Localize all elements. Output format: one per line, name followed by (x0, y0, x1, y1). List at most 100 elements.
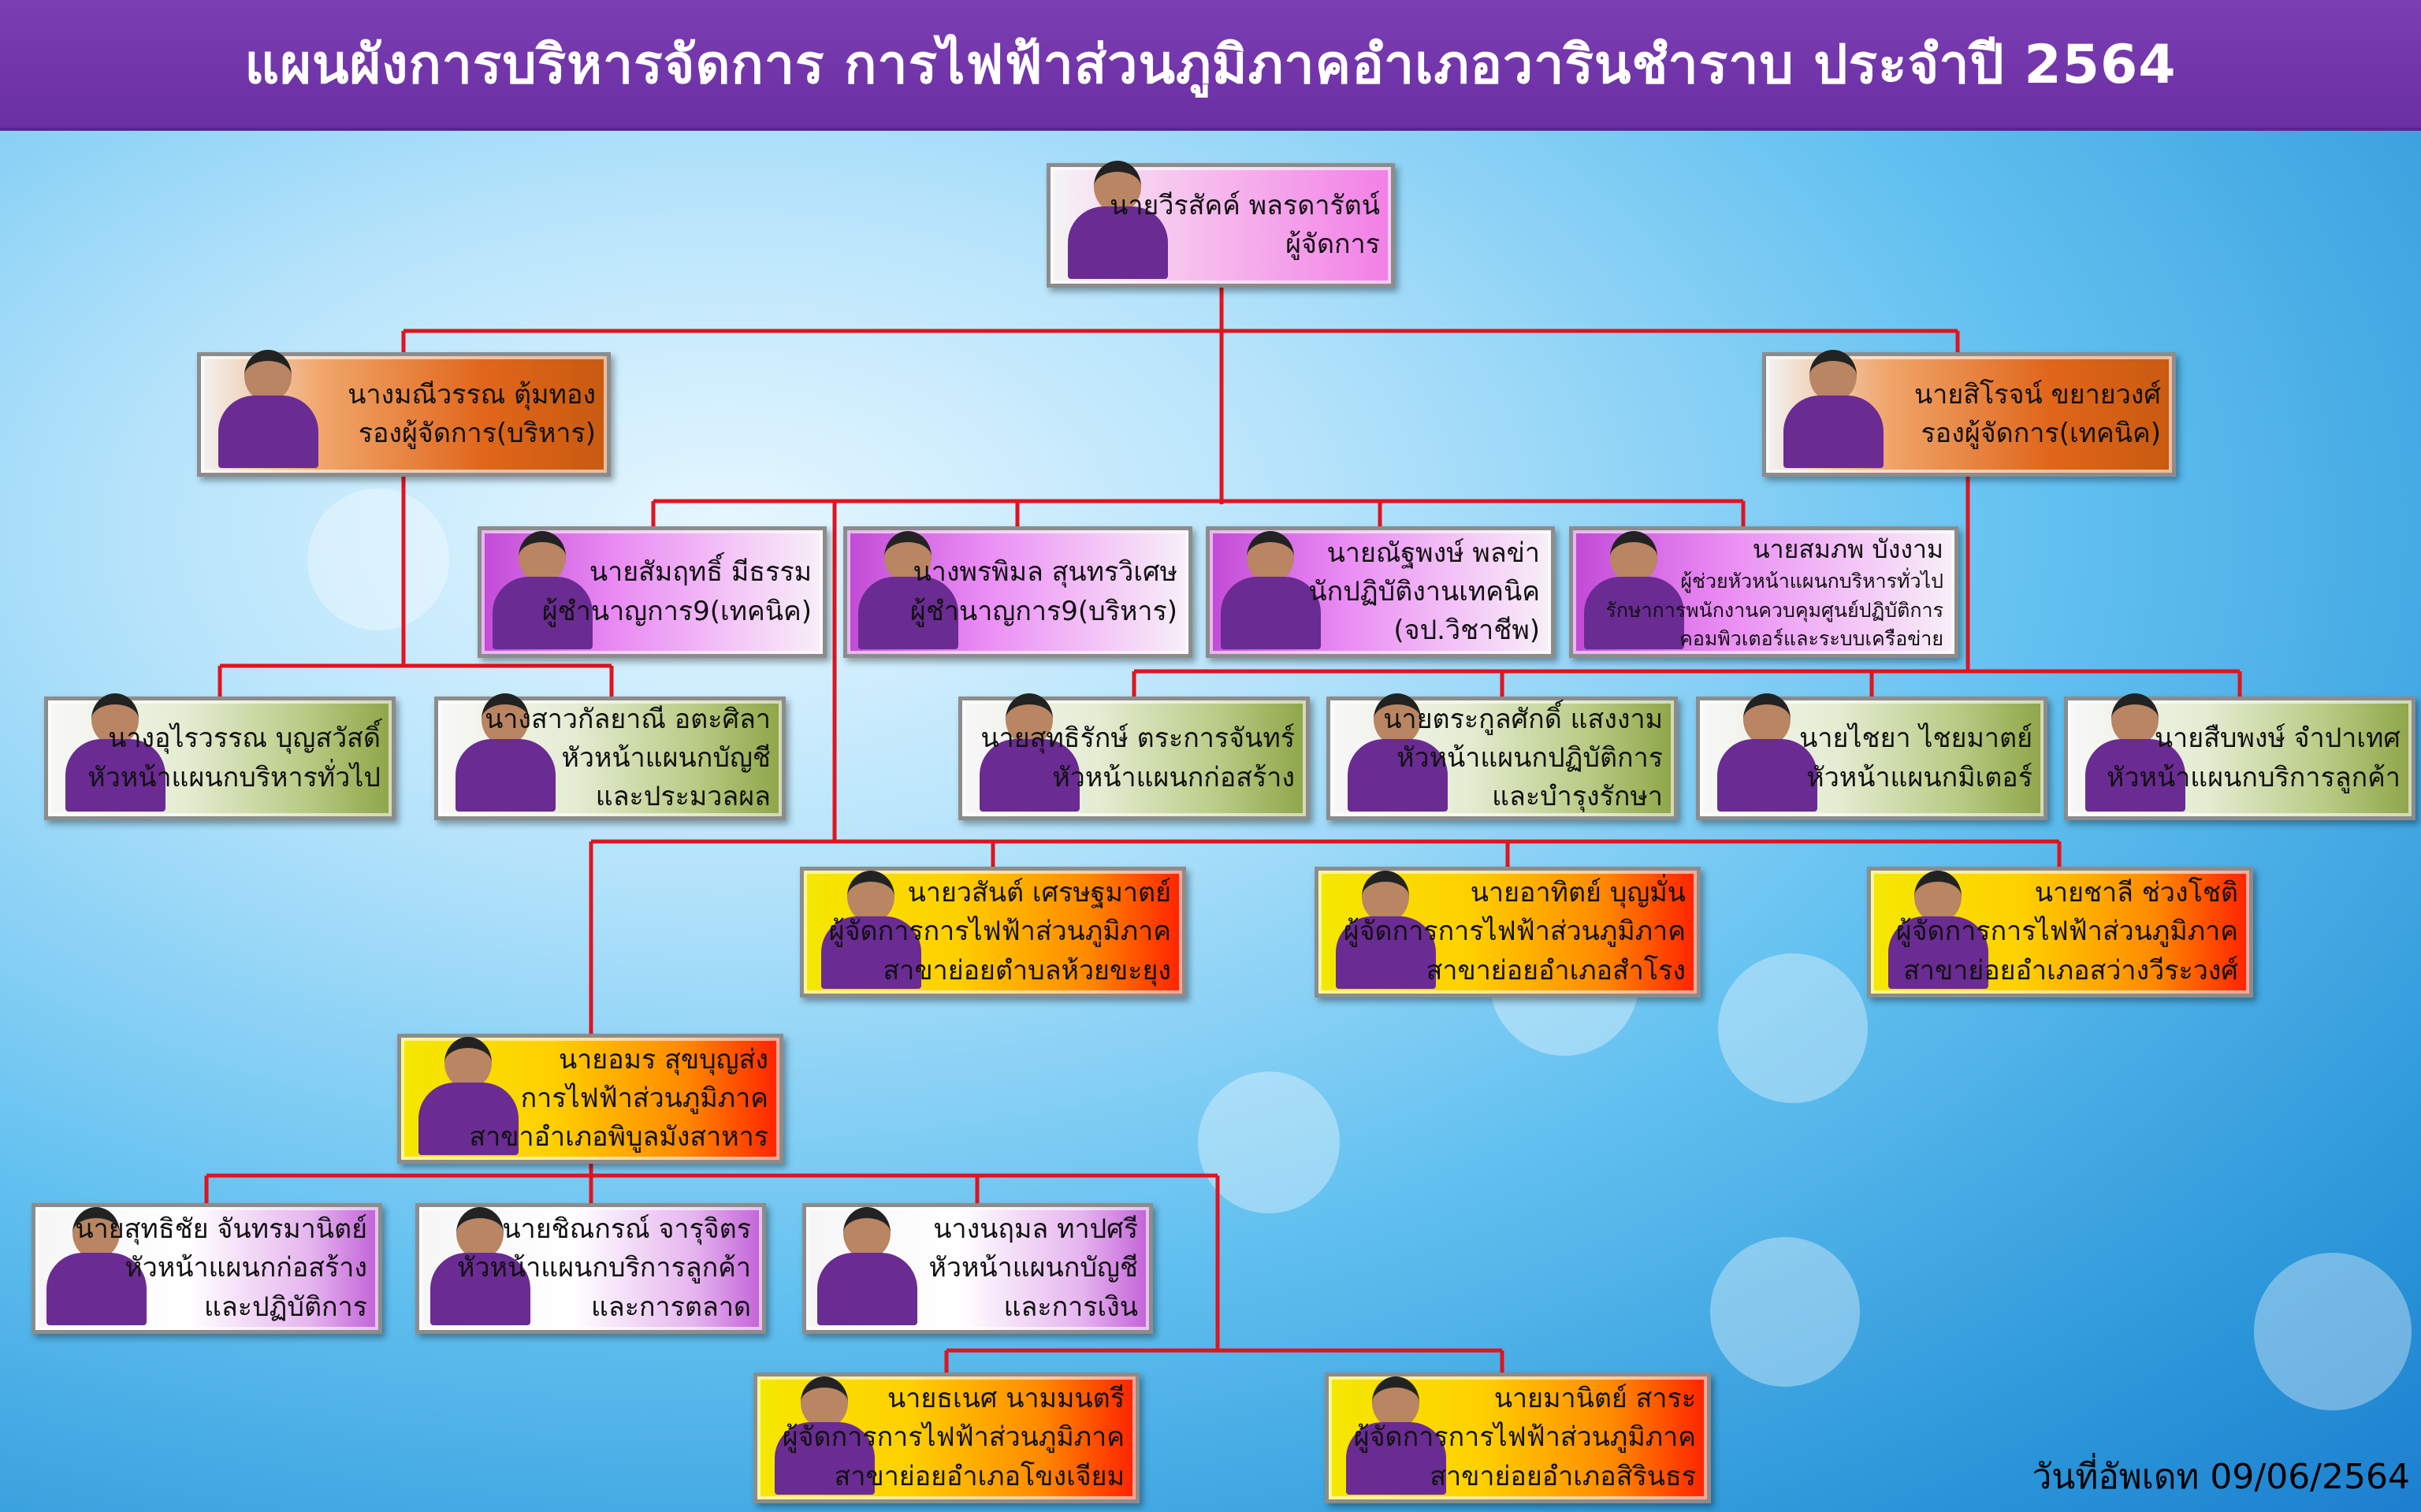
photo-head (843, 1207, 891, 1259)
header-bar (0, 0, 2421, 131)
person-position: (จป.วิชาชีพ) (1393, 615, 1540, 647)
photo-head (519, 531, 566, 583)
person-name: นายสมภพ บังงาม (1752, 533, 1943, 564)
card-head-general: นางอุไรวรรณ บุญสวัสดิ์หัวหน้าแผนกบริหารท… (44, 693, 396, 820)
person-position: ผู้จัดการ (1285, 228, 1380, 260)
person-name: นางพรพิมล สุนทรวิเศษ (913, 556, 1177, 589)
person-photo (215, 350, 322, 468)
card-text: นายสืบพงษ์ จำปาเทศหัวหน้าแผนกบริการลูกค้… (2107, 700, 2401, 816)
card-text: นายอมร สุขบุญส่งการไฟฟ้าส่วนภูมิภาคสาขาอ… (469, 1038, 768, 1160)
bokeh-circle (1198, 1072, 1340, 1213)
person-name: นางนฤมล ทาปศรี (933, 1213, 1138, 1246)
person-position: หัวหน้าแผนกบริการลูกค้า (457, 1252, 751, 1284)
photo-shirt (456, 739, 556, 812)
person-position: สาขาย่อยตำบลห้วยขะยุง (883, 954, 1171, 986)
person-position: คอมพิวเตอร์และระบบเครือข่าย (1679, 626, 1943, 650)
person-name: นายวสันต์ เศรษฐมาตย์ (907, 877, 1171, 909)
person-name: นายสิโรจน์ ขยายวงศ์ (1914, 378, 2161, 411)
page-title: แผนผังการบริหารจัดการ การไฟฟ้าส่วนภูมิภา… (244, 34, 2177, 96)
photo-shirt (493, 577, 593, 649)
person-name: นายอาทิตย์ บุญมั่น (1470, 877, 1686, 909)
person-name: นายธเนศ นามมนตรี (887, 1383, 1125, 1415)
card-text: นายสิโรจน์ ขยายวงศ์รองผู้จัดการ(เทคนิค) (1914, 356, 2161, 473)
person-name: นายสัมฤทธิ์ มีธรรม (589, 556, 812, 589)
person-photo (1714, 693, 1820, 812)
person-name: นางมณีวรรณ ตุ้มทอง (348, 378, 596, 411)
person-name: นายสุทธิชัย จันทรมานิตย์ (75, 1213, 367, 1246)
card-branch-sawangwirawong: นายชาลี ช่วงโชติผู้จัดการการไฟฟ้าส่วนภูม… (1867, 867, 2253, 997)
person-name: นายสุทธิรักษ์ ตระการจันทร์ (980, 723, 1295, 755)
person-position: ผู้ชำนาญการ9(บริหาร) (909, 595, 1177, 627)
card-text: นายวสันต์ เศรษฐมาตย์ผู้จัดการการไฟฟ้าส่ว… (829, 871, 1171, 994)
card-branch-khongchiam: นายธเนศ นามมนตรีผู้จัดการการไฟฟ้าส่วนภูม… (753, 1373, 1140, 1503)
person-position: รองผู้จัดการ(บริหาร) (358, 418, 596, 449)
photo-head (847, 871, 894, 923)
person-position: หัวหน้าแผนกบริหารทั่วไป (87, 761, 381, 793)
person-name: นางอุไรวรรณ บุญสวัสดิ์ (108, 723, 381, 755)
photo-shirt (418, 1083, 519, 1155)
photo-shirt (2085, 739, 2185, 812)
card-text: นายณัฐพงษ์ พลข่านักปฏิบัติงานเทคนิค(จป.ว… (1308, 530, 1540, 654)
bokeh-circle (2254, 1253, 2412, 1410)
photo-head (482, 693, 529, 745)
person-name: นายชาลี ช่วงโชติ (2034, 877, 2238, 909)
photo-head (73, 1207, 120, 1259)
photo-shirt (1888, 916, 1988, 989)
card-branch-sirindhorn: นายมานิตย์ สาระผู้จัดการการไฟฟ้าส่วนภูมิ… (1325, 1373, 1711, 1503)
card-text: นางอุไรวรรณ บุญสวัสดิ์หัวหน้าแผนกบริหารท… (87, 700, 381, 816)
person-position: และประมวลผล (595, 781, 771, 813)
person-name: นายวีรสัคค์ พลรดารัตน์ (1110, 189, 1380, 221)
photo-shirt (1348, 739, 1448, 812)
person-position: สาขาย่อยอำเภอโขงเจียม (834, 1460, 1125, 1492)
person-photo (855, 531, 961, 649)
card-tech-officer: นายณัฐพงษ์ พลข่านักปฏิบัติงานเทคนิค(จป.ว… (1206, 526, 1555, 658)
photo-head (1372, 1376, 1419, 1428)
photo-shirt (46, 1253, 147, 1325)
card-deputy-admin: นางมณีวรรณ ตุ้มทองรองผู้จัดการ(บริหาร) (197, 350, 611, 477)
card-text: นางนฤมล ทาปศรีหัวหน้าแผนกบัญชีและการเงิน (928, 1207, 1138, 1330)
photo-shirt (817, 1253, 917, 1325)
person-position: รองผู้จัดการ(เทคนิค) (1921, 418, 2161, 449)
person-name: นายอมร สุขบุญส่ง (558, 1043, 768, 1075)
card-branch-huaikhayung: นายวสันต์ เศรษฐมาตย์ผู้จัดการการไฟฟ้าส่ว… (800, 867, 1186, 997)
photo-head (1006, 693, 1053, 745)
person-position: ผู้ชำนาญการ9(เทคนิค) (541, 595, 812, 627)
card-expert-admin: นางพรพิมล สุนทรวิเศษผู้ชำนาญการ9(บริหาร) (843, 526, 1192, 658)
person-name: นายมานิตย์ สาระ (1493, 1383, 1696, 1415)
photo-shirt (858, 577, 958, 649)
card-text: นายวีรสัคค์ พลรดารัตน์ผู้จัดการ (1110, 167, 1380, 284)
photo-shirt (1717, 739, 1817, 812)
photo-head (456, 1207, 504, 1259)
person-photo (976, 693, 1083, 812)
person-photo (1343, 1376, 1449, 1495)
update-date: วันที่อัพเดท 09/06/2564 (2032, 1457, 2410, 1497)
bokeh-circle (1710, 1237, 1860, 1387)
person-position: ผู้จัดการการไฟฟ้าส่วนภูมิภาค (1353, 1421, 1696, 1454)
person-photo (1065, 161, 1171, 279)
person-photo (2082, 693, 2189, 812)
bokeh-circle (307, 489, 449, 630)
person-position: และปฏิบัติการ (203, 1291, 367, 1323)
card-phibun-construct: นายสุทธิชัย จันทรมานิตย์หัวหน้าแผนกก่อสร… (32, 1203, 382, 1334)
person-photo (427, 1207, 534, 1325)
card-text: นายธเนศ นามมนตรีผู้จัดการการไฟฟ้าส่วนภูม… (783, 1376, 1125, 1499)
person-position: และการตลาด (590, 1291, 751, 1323)
photo-shirt (430, 1253, 530, 1325)
person-position: นักปฏิบัติงานเทคนิค (1308, 575, 1540, 607)
person-photo (818, 871, 924, 989)
photo-shirt (775, 1422, 875, 1495)
photo-head (444, 1037, 492, 1089)
photo-shirt (218, 396, 318, 468)
person-position: การไฟฟ้าส่วนภูมิภาค (520, 1082, 768, 1114)
photo-shirt (821, 916, 921, 989)
bokeh-circle (1718, 953, 1868, 1103)
card-expert-tech: นายสัมฤทธิ์ มีธรรมผู้ชำนาญการ9(เทคนิค) (478, 526, 827, 658)
person-position: ผู้จัดการการไฟฟ้าส่วนภูมิภาค (1343, 916, 1686, 948)
person-position: ผู้จัดการการไฟฟ้าส่วนภูมิภาค (828, 916, 1171, 948)
photo-head (2111, 693, 2159, 745)
person-position: สาขาอำเภอพิบูลมังสาหาร (469, 1121, 768, 1154)
photo-head (1374, 693, 1421, 745)
photo-shirt (1584, 577, 1684, 649)
photo-head (244, 350, 292, 402)
